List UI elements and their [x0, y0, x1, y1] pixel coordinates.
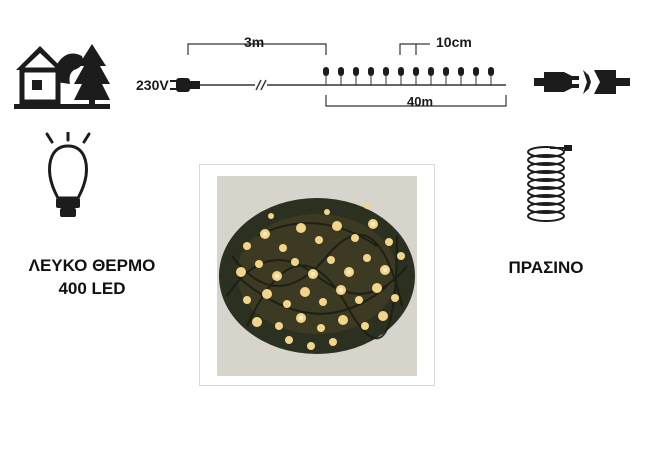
- color-label: ΛΕΥΚΟ ΘΕΡΜΟ: [28, 256, 156, 275]
- plug-connector-icon: [534, 62, 630, 102]
- spacing-label: 10cm: [436, 34, 472, 50]
- length-diagram: [130, 30, 520, 120]
- coiled-cable-icon: [520, 140, 580, 232]
- led-count-label: 400 LED: [58, 279, 126, 298]
- product-photo: [217, 176, 417, 376]
- house-and-tree-icon: [14, 40, 110, 112]
- cable-color-label: ΠΡΑΣΙΝΟ: [508, 258, 584, 277]
- led-bulb-icon: [40, 132, 96, 224]
- total-length-label: 40m: [407, 94, 434, 109]
- voltage-label: 230V: [136, 77, 169, 93]
- lead-length-label: 3m: [244, 34, 265, 50]
